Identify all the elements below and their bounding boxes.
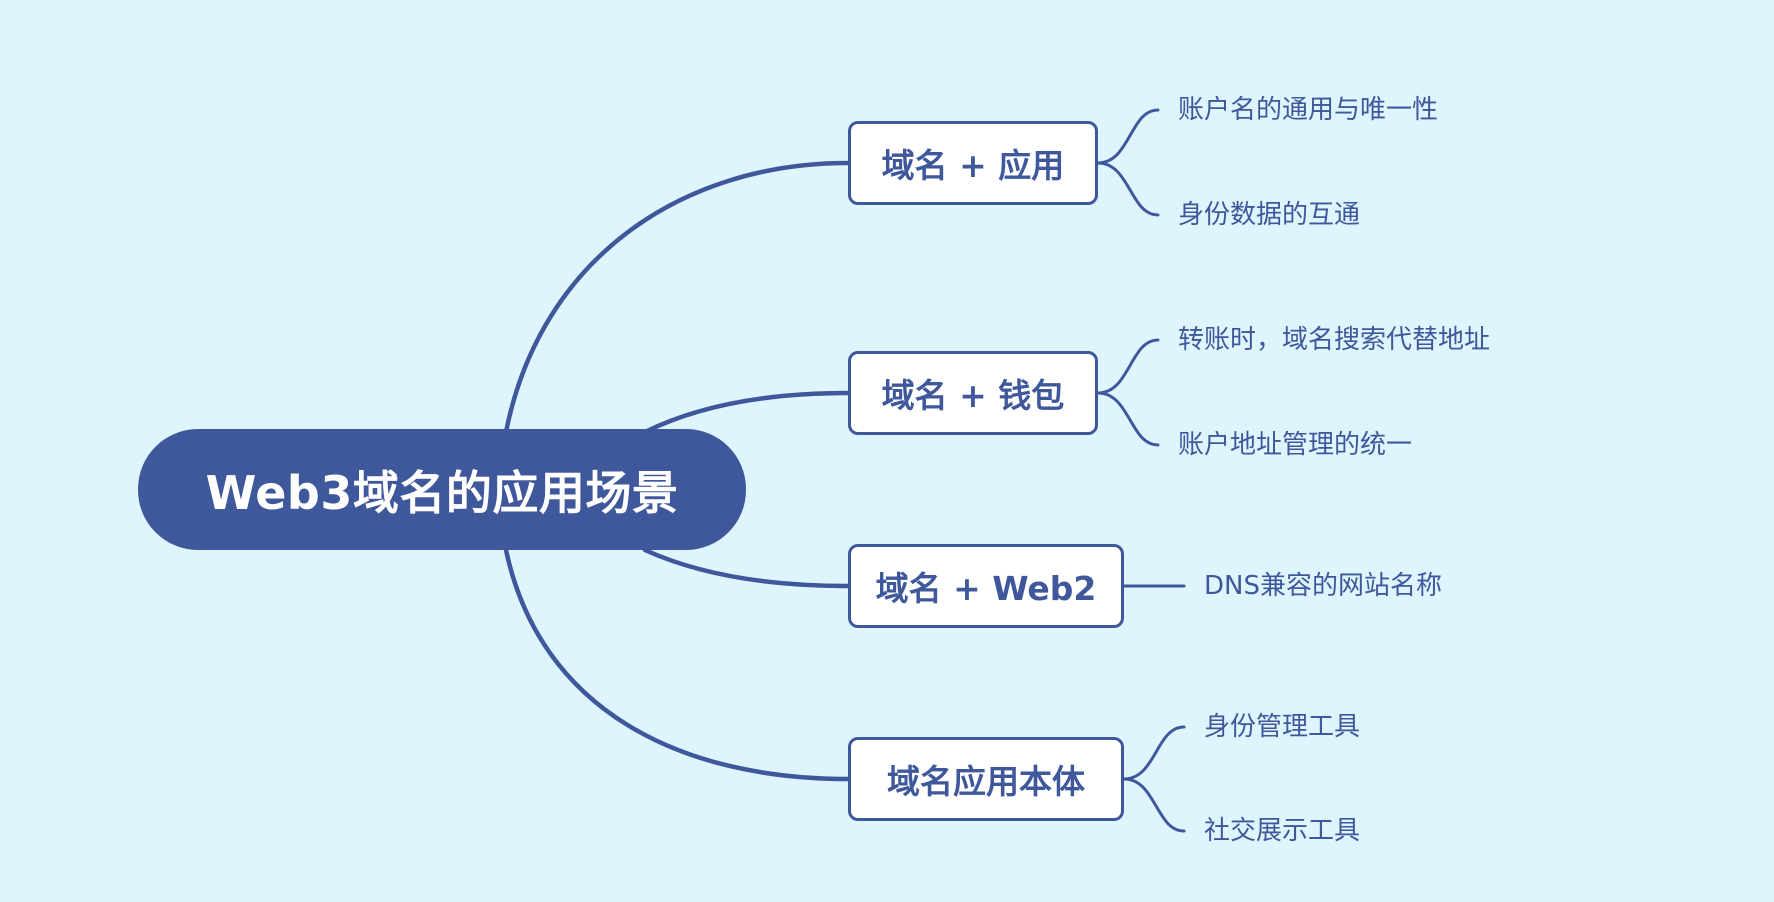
connector-branch-4-leaf-1: [1122, 725, 1186, 781]
leaf-node[interactable]: 身份管理工具: [1204, 712, 1361, 742]
root-node-label: Web3域名的应用场景: [205, 465, 679, 520]
connector-branch-1-leaf-2: [1096, 161, 1160, 217]
leaf-node[interactable]: 转账时，域名搜索代替地址: [1178, 325, 1491, 355]
connector-branch-2-leaf-1: [1096, 338, 1160, 395]
branch-node-label: 域名应用本体: [887, 762, 1085, 801]
leaf-node[interactable]: 账户名的通用与唯一性: [1178, 95, 1439, 125]
leaf-node[interactable]: 账户地址管理的统一: [1178, 430, 1413, 460]
leaf-node[interactable]: 社交展示工具: [1204, 816, 1361, 846]
root-node[interactable]: Web3域名的应用场景: [138, 429, 746, 550]
connector-branch-2-leaf-2: [1096, 391, 1160, 447]
leaf-node[interactable]: 身份数据的互通: [1178, 200, 1361, 230]
branch-node-label: 域名 + Web2: [875, 569, 1097, 608]
branch-node-web2[interactable]: 域名 + Web2: [848, 544, 1124, 628]
connector-branch-4-leaf-2: [1122, 777, 1186, 833]
branch-node-label: 域名 + 应用: [881, 146, 1065, 185]
branch-node-domain-app[interactable]: 域名应用本体: [848, 737, 1124, 821]
connector-root-branch-1: [503, 160, 851, 435]
connector-root-branch-2: [642, 390, 851, 435]
branch-node-wallet[interactable]: 域名 + 钱包: [848, 351, 1098, 435]
connector-branch-1-leaf-1: [1096, 108, 1160, 165]
branch-node-app[interactable]: 域名 + 应用: [848, 121, 1098, 205]
branch-node-label: 域名 + 钱包: [881, 376, 1065, 415]
leaf-node[interactable]: DNS兼容的网站名称: [1204, 571, 1442, 601]
connector-root-branch-3: [642, 547, 851, 589]
connector-root-branch-4: [503, 547, 851, 782]
